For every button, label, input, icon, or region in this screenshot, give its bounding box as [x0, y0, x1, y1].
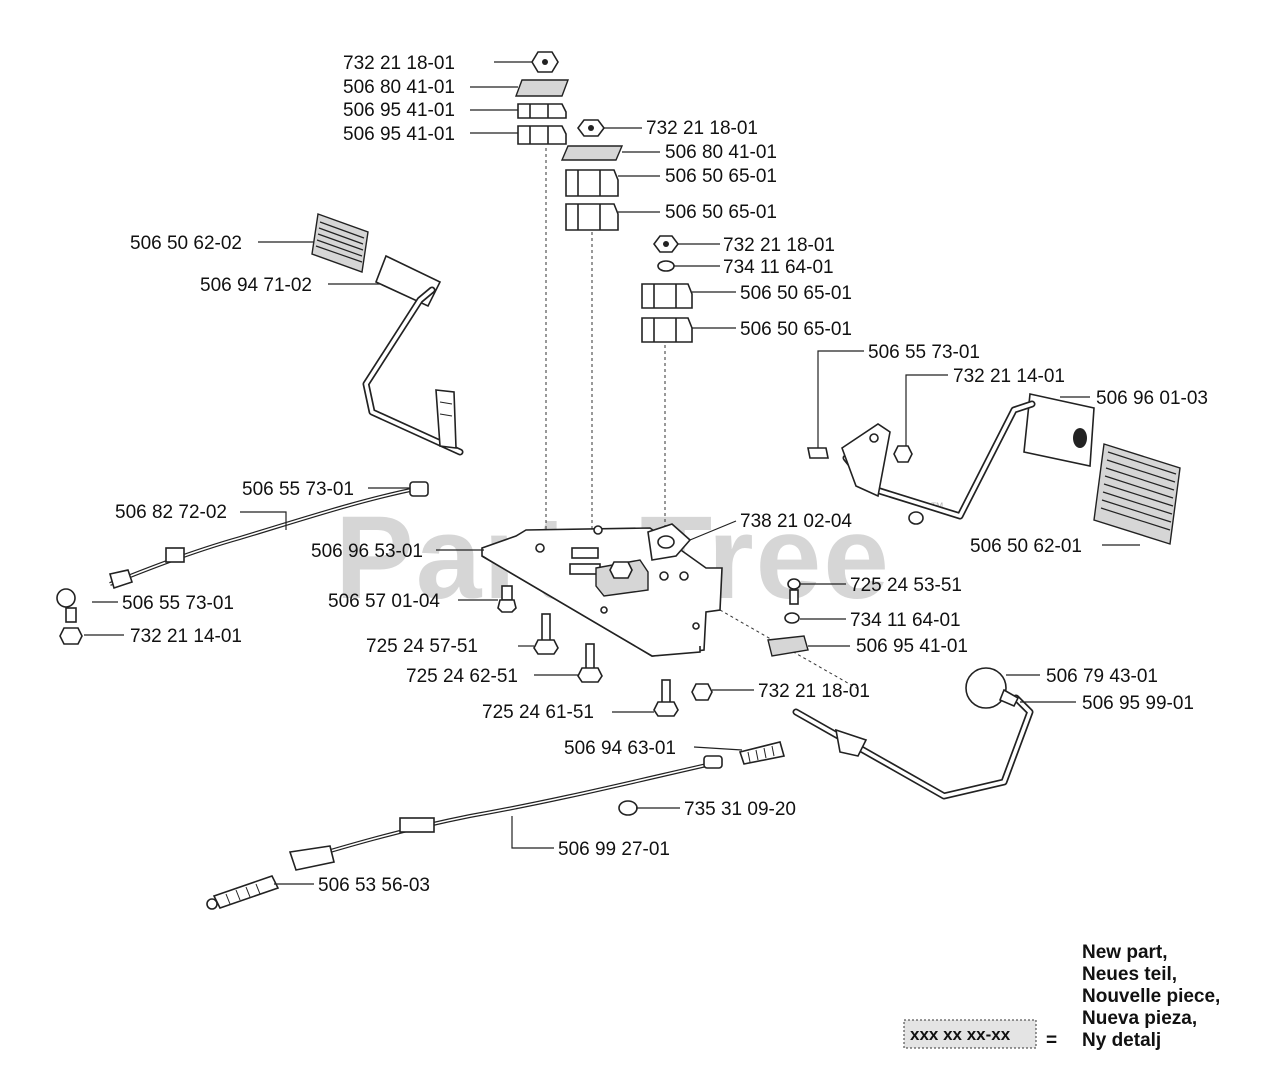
middle-stack-parts: [560, 119, 624, 231]
right-pedal: [807, 393, 1181, 545]
label-block-right-a: 506 50 65-01: [740, 283, 852, 304]
label-pedal-right: 506 96 01-03: [1096, 388, 1208, 409]
label-lever: 506 95 99-01: [1082, 693, 1194, 714]
leader-lines: [84, 61, 1140, 885]
label-block-right-b: 506 50 65-01: [740, 319, 852, 340]
label-bolt-c: 725 24 61-51: [482, 702, 594, 723]
bottom-cable: [206, 741, 786, 910]
label-nut-right-pedal: 732 21 14-01: [953, 366, 1065, 387]
label-clip-cable-left: 506 55 73-01: [242, 479, 354, 500]
legend-line-1: New part,: [1082, 942, 1168, 963]
label-bracket-main: 738 21 02-04: [740, 511, 852, 532]
label-bolt-a: 725 24 57-51: [366, 636, 478, 657]
label-knob: 506 79 43-01: [1046, 666, 1158, 687]
legend-line-3: Nouvelle piece,: [1082, 986, 1220, 1007]
part-labels: 732 21 18-01 506 80 41-01 506 95 41-01 5…: [115, 53, 1208, 896]
label-block-top-b: 506 95 41-01: [343, 124, 455, 145]
label-nut-top: 732 21 18-01: [343, 53, 455, 74]
legend-line-2: Neues teil,: [1082, 964, 1177, 985]
label-block-mid-b: 506 50 65-01: [665, 202, 777, 223]
label-pedal-pad-right: 506 50 62-01: [970, 536, 1082, 557]
label-nut-lower: 732 21 18-01: [758, 681, 870, 702]
label-cable-bottom: 506 99 27-01: [558, 839, 670, 860]
top-stack-parts: [514, 51, 570, 145]
label-washer-lower: 734 11 64-01: [850, 610, 961, 631]
label-pedal-pad-left: 506 50 62-02: [130, 233, 242, 254]
label-plate-main: 506 96 53-01: [311, 541, 423, 562]
label-nut-mid: 732 21 18-01: [646, 118, 758, 139]
label-pedal-sleeve-left: 506 94 71-02: [200, 275, 312, 296]
label-washer-right: 734 11 64-01: [723, 257, 834, 278]
legend-sample: xxx xx xx-xx: [910, 1025, 1011, 1044]
label-bolt-right: 725 24 53-51: [850, 575, 962, 596]
left-cable: [56, 481, 429, 645]
left-pedal: [311, 213, 464, 456]
label-cable-left: 506 82 72-02: [115, 502, 227, 523]
label-nut-cable-end: 732 21 14-01: [130, 626, 242, 647]
legend-equals: =: [1046, 1030, 1057, 1051]
label-block-mid-a: 506 50 65-01: [665, 166, 777, 187]
label-nut-right: 732 21 18-01: [723, 235, 835, 256]
label-bolt-b: 725 24 62-51: [406, 666, 518, 687]
legend-line-5: Ny detalj: [1082, 1030, 1161, 1051]
label-screw-left: 506 57 01-04: [328, 591, 440, 612]
legend-sample-box: [903, 1019, 1037, 1049]
legend: New part, Neues teil, Nouvelle piece, Nu…: [903, 942, 1220, 1051]
label-clip-spring: 735 31 09-20: [684, 799, 796, 820]
legend-line-4: Nueva pieza,: [1082, 1008, 1197, 1029]
label-block-top-a: 506 95 41-01: [343, 100, 455, 121]
hardware: [497, 578, 809, 816]
lever-with-knob: [792, 667, 1034, 800]
label-clip-cable-end: 506 55 73-01: [122, 593, 234, 614]
label-spring: 506 94 63-01: [564, 738, 676, 759]
main-plate: [481, 523, 723, 657]
label-plate-top: 506 80 41-01: [343, 77, 455, 98]
right-stack-parts: [641, 235, 693, 343]
label-plate-mid: 506 80 41-01: [665, 142, 777, 163]
label-block-lower: 506 95 41-01: [856, 636, 968, 657]
label-clip-right-pedal: 506 55 73-01: [868, 342, 980, 363]
label-cable-bottom-end: 506 53 56-03: [318, 875, 430, 896]
